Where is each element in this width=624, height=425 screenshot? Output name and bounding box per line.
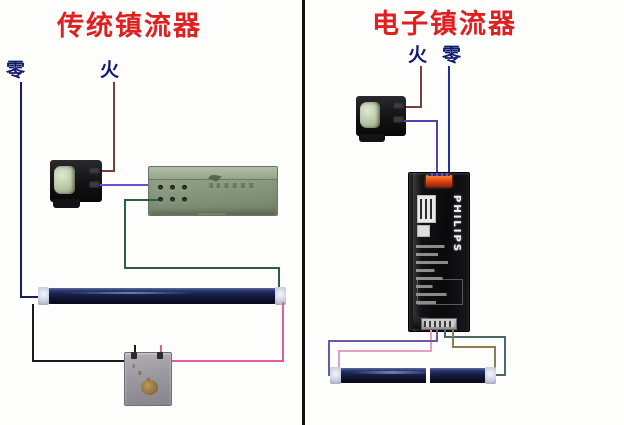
- wire-neutral-drop-right: [448, 66, 450, 176]
- panel-traditional-ballast: 传统镇流器 零 火: [0, 0, 300, 425]
- rocker-switch-right[interactable]: [356, 96, 406, 142]
- switch-foot-right: [359, 133, 385, 142]
- panel-electronic-ballast: 电子镇流器 火 零 PHILIPS: [312, 0, 624, 425]
- starter-seal-icon: [140, 380, 159, 395]
- wire-out-purple-v1: [436, 330, 438, 342]
- wire-out-teal-v2: [504, 336, 506, 376]
- wire-ballast-out-v1-left: [124, 199, 126, 268]
- wire-switch-out-v-right: [436, 120, 438, 176]
- switch-terminal-bottom-right: [393, 116, 404, 123]
- label-neutral-right: 零: [442, 44, 462, 66]
- wire-ballast-out-h1-left: [124, 199, 158, 201]
- wire-out-teal-h1: [444, 336, 506, 338]
- switch-terminal-top-right: [393, 102, 404, 110]
- panel-right-title: 电子镇流器: [372, 9, 517, 40]
- wire-ballast-out-h2-left: [124, 267, 280, 269]
- ballast-mains-terminal: [426, 173, 452, 187]
- wire-neutral-to-tube-left: [20, 296, 42, 298]
- ballast-terminal-1: [158, 185, 163, 190]
- philips-electronic-ballast: PHILIPS: [408, 172, 470, 332]
- tube-endcap-right-right: [485, 367, 496, 384]
- ballast-brand-text: PHILIPS: [451, 195, 462, 254]
- ballast-terminal-3: [182, 185, 187, 190]
- wire-switch-out-h-right: [404, 120, 438, 122]
- ballast-small-label: [417, 225, 430, 237]
- ballast-barcode-label: [417, 195, 436, 223]
- wire-out-purple-h: [328, 340, 438, 342]
- wire-neutral-drop-left: [20, 82, 22, 298]
- tube-segment-notch: [426, 368, 430, 383]
- tube-endcap-right-left: [275, 287, 286, 305]
- fluorescent-tube-right: [330, 367, 496, 384]
- wire-ballast-out-v2-left: [278, 267, 280, 299]
- wire-out-olive-v1: [452, 330, 454, 348]
- switch-rocker-left[interactable]: [54, 165, 75, 194]
- ballast-printed-text: [207, 181, 272, 198]
- wire-tube-to-starter-h-left: [32, 360, 136, 362]
- wire-out-pink-v2: [338, 350, 340, 376]
- ballast-terminal-4: [158, 197, 163, 202]
- switch-rocker-right[interactable]: [360, 101, 380, 128]
- panel-divider: [302, 0, 305, 425]
- switch-terminal-bottom-left: [88, 181, 100, 189]
- inductive-ballast: [148, 166, 278, 216]
- wire-out-olive-h1: [452, 346, 496, 348]
- switch-terminal-top-left: [88, 166, 100, 174]
- ballast-diagram-box: [417, 279, 463, 305]
- wire-live-drop-right: [420, 66, 422, 108]
- ballast-spec-text: [416, 245, 462, 311]
- ballast-terminal-6: [182, 197, 187, 202]
- tube-endcap-left-left: [38, 287, 49, 305]
- wire-out-olive-v2: [494, 346, 496, 372]
- ballast-terminal-2: [170, 185, 175, 190]
- tube-glass-right: [339, 368, 487, 383]
- label-neutral-left: 零: [6, 59, 26, 81]
- panel-left-title: 传统镇流器: [57, 11, 202, 42]
- ballast-output-terminal: [421, 318, 457, 330]
- label-live-right: 火: [408, 44, 428, 66]
- wire-out-purple-v2: [328, 340, 330, 376]
- glow-starter: [124, 352, 172, 406]
- tube-endcap-left-right: [330, 367, 341, 384]
- fluorescent-tube-left: [38, 287, 286, 305]
- label-live-left: 火: [100, 59, 120, 81]
- wire-live-drop-left: [113, 82, 115, 170]
- wire-out-pink-h: [338, 350, 432, 352]
- ballast-mounting-bracket: [197, 213, 226, 215]
- wire-starter-to-tube-v-left: [282, 302, 284, 361]
- wire-out-teal-h2: [488, 374, 506, 376]
- starter-pin-1: [131, 352, 137, 359]
- wire-tube-to-starter-v-left: [32, 304, 34, 362]
- wire-live-into-switch-left: [96, 170, 115, 172]
- ballast-terminal-5: [170, 197, 175, 202]
- wire-live-into-switch-right: [404, 106, 422, 108]
- tube-glass-left: [47, 288, 277, 304]
- rocker-switch-left[interactable]: [50, 160, 102, 208]
- starter-pin-2: [157, 352, 163, 359]
- wire-out-teal-v1: [444, 330, 446, 338]
- wire-switch-to-ballast-left: [100, 184, 154, 186]
- wire-starter-to-tube-h-left: [160, 360, 284, 362]
- switch-foot-left: [53, 199, 81, 208]
- ballast-logo-icon: [207, 174, 222, 182]
